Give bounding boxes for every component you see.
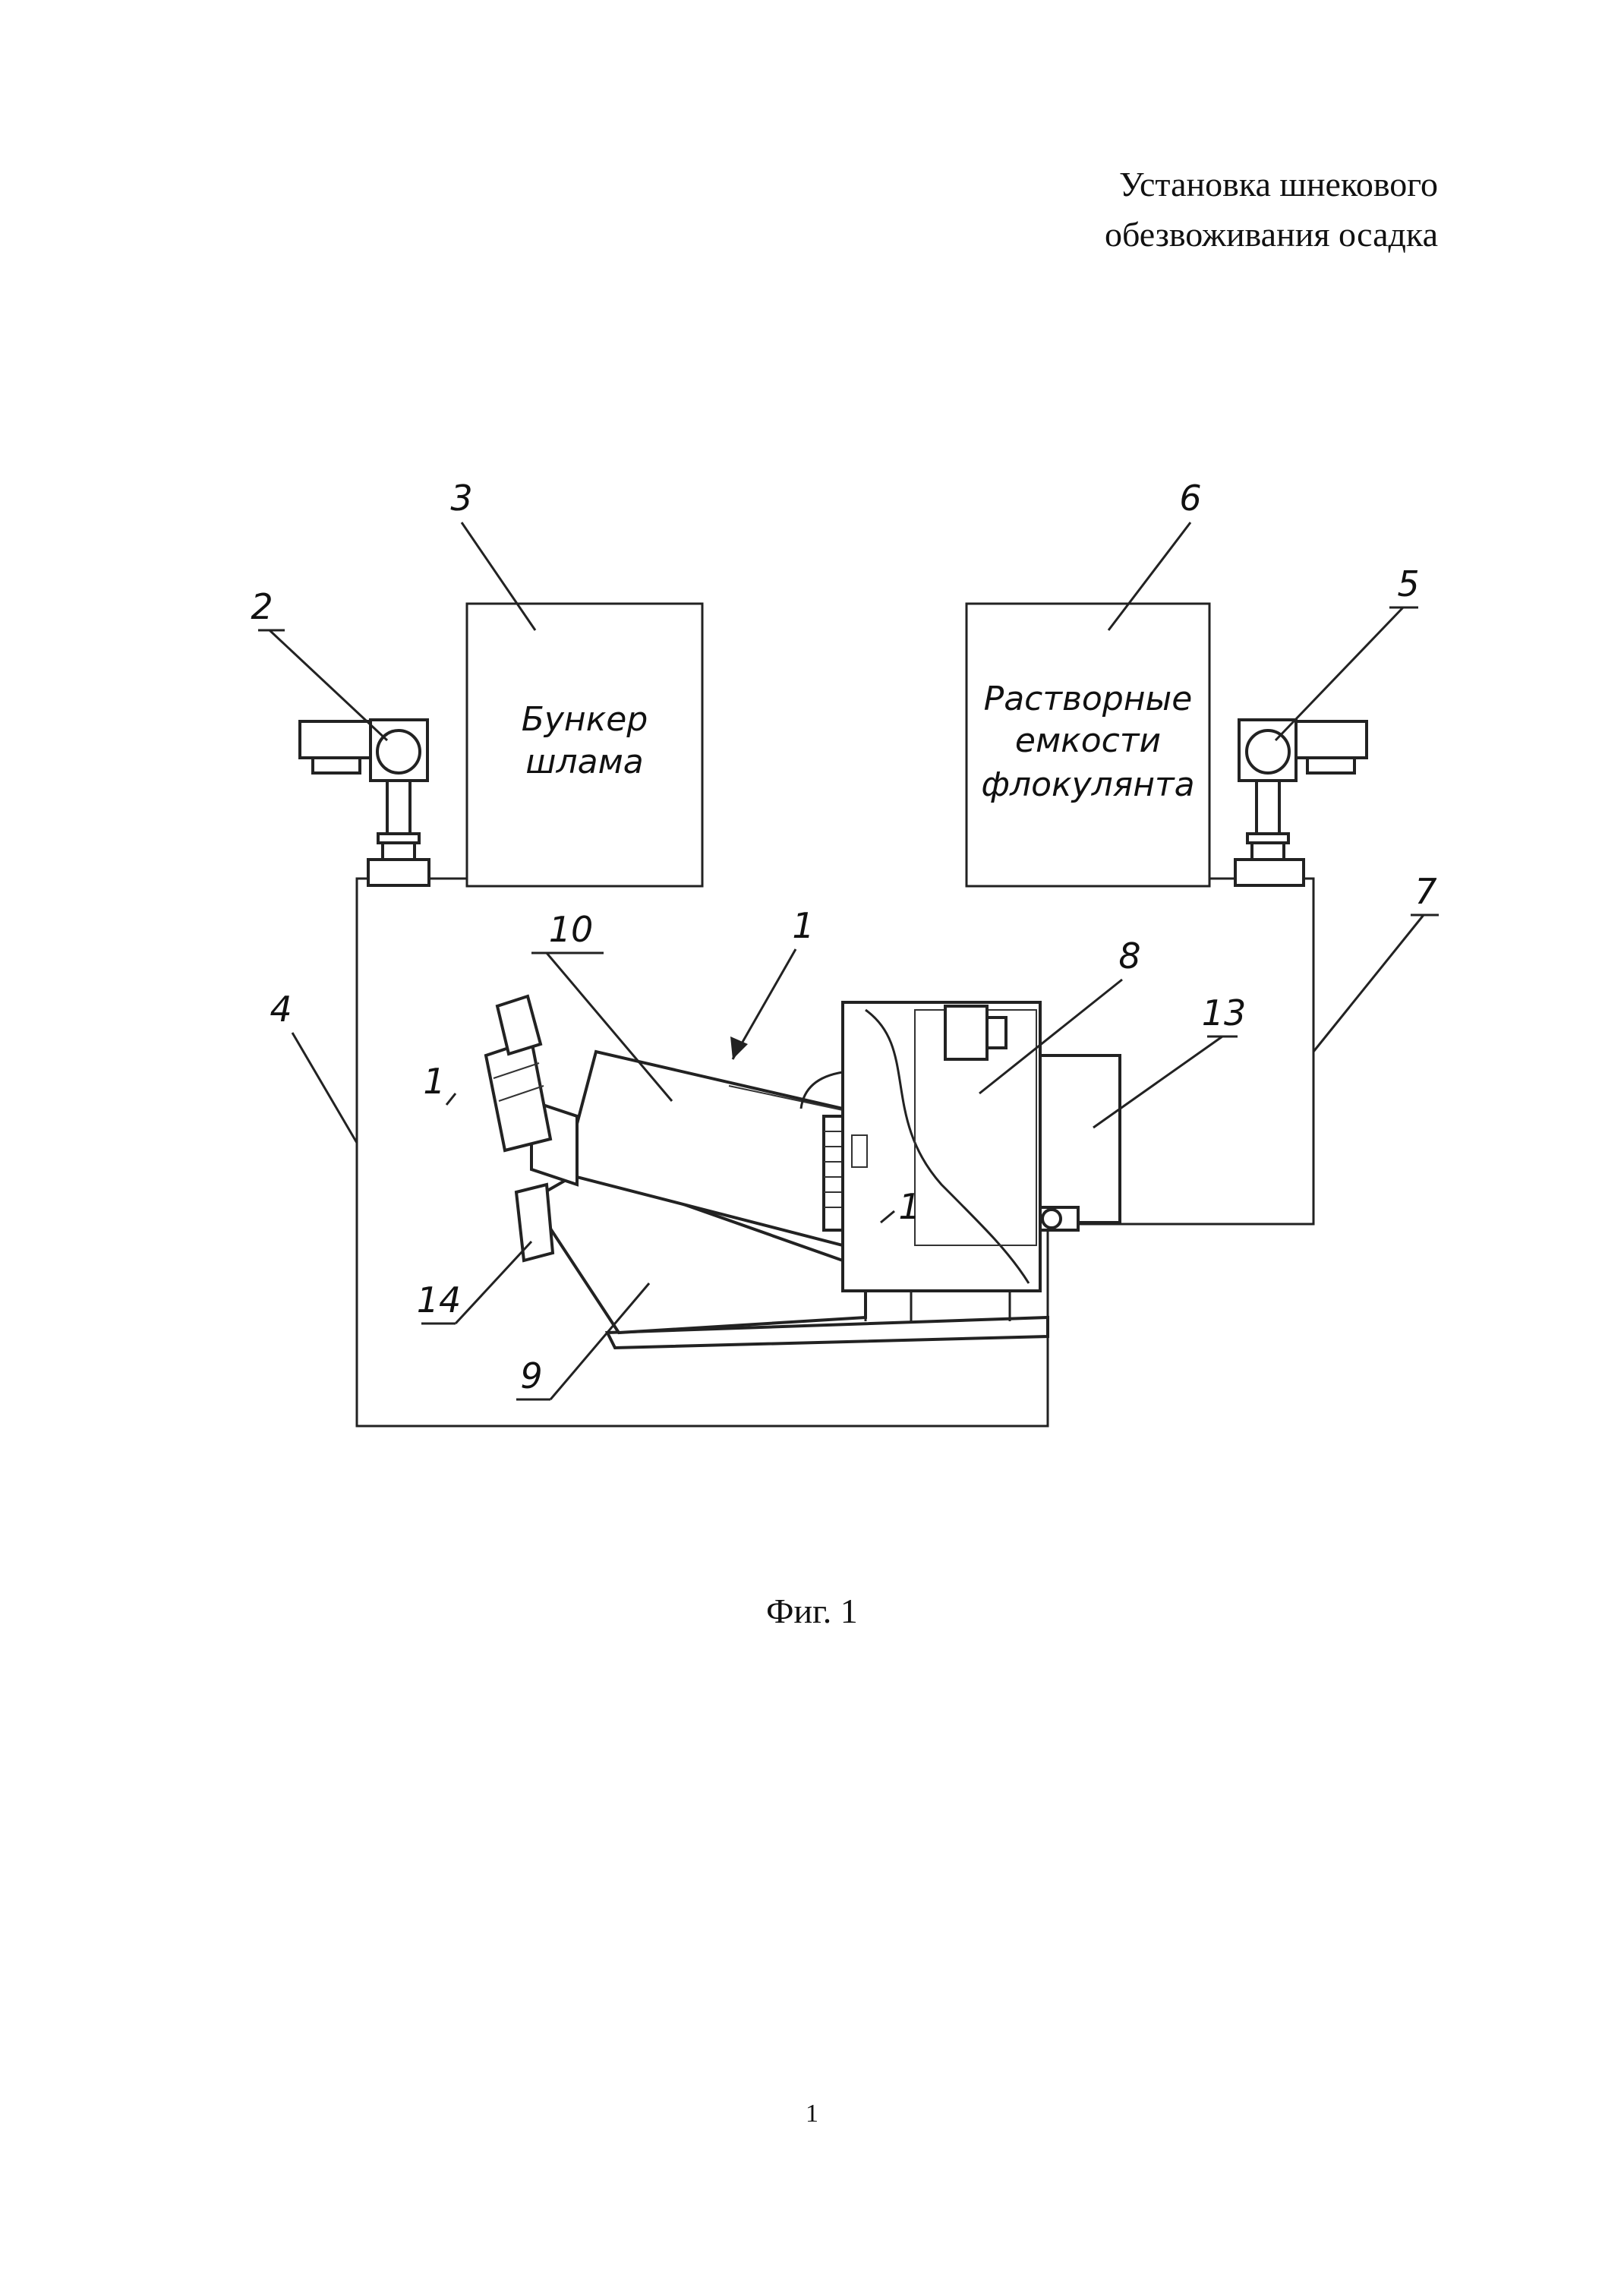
label-8: 8 <box>1118 935 1140 977</box>
leader-9 <box>549 1283 651 1400</box>
label-13: 13 <box>1202 992 1247 1033</box>
label-5: 5 <box>1397 563 1419 604</box>
hopper-text-line-1: Бункер <box>522 700 648 739</box>
label-6: 6 <box>1179 478 1201 519</box>
label-1-subscript-left: 1 <box>423 1061 445 1102</box>
sludge-pipeline <box>355 877 1049 1428</box>
label-9: 9 <box>520 1355 542 1396</box>
flocculant-text-line-3: флокулянта <box>981 765 1194 804</box>
label-1: 1 <box>792 905 814 946</box>
leader-2 <box>268 629 389 742</box>
leader-6 <box>1107 522 1192 631</box>
flocculant-pump <box>1234 718 1368 887</box>
sludge-pump <box>298 718 430 887</box>
page-number: 1 <box>806 2100 818 2128</box>
leader-7 <box>1312 914 1425 1052</box>
hopper-text-line-2: шлама <box>525 743 644 781</box>
leader-5 <box>1274 606 1405 742</box>
flocculant-text-line-1: Растворные <box>984 680 1193 718</box>
flocculant-tanks-box <box>965 602 1211 888</box>
label-10: 10 <box>549 909 594 950</box>
leader-8 <box>979 978 1123 1095</box>
label-14: 14 <box>417 1279 462 1320</box>
title-line-1: Установка шнекового <box>1118 165 1438 204</box>
label-1-subscript-right: 1 <box>898 1186 920 1227</box>
sludge-hopper-box <box>465 602 704 888</box>
label-3: 3 <box>450 478 472 519</box>
leader-14 <box>454 1240 533 1325</box>
label-7: 7 <box>1414 871 1436 912</box>
leader-13 <box>1093 1035 1223 1129</box>
leader-1 <box>731 948 797 1060</box>
document-title: Установка шнекового обезвоживания осадка <box>1105 159 1438 260</box>
flocculant-text-line-2: емкости <box>1015 721 1161 760</box>
label-4: 4 <box>270 989 292 1030</box>
label-2: 2 <box>251 586 273 627</box>
leader-3 <box>460 522 537 631</box>
title-line-2: обезвоживания осадка <box>1104 215 1438 254</box>
figure-caption: Фиг. 1 <box>766 1592 858 1630</box>
leader-10 <box>545 952 673 1102</box>
screw-dewatering-unit <box>484 994 1121 1350</box>
leader-4 <box>291 1032 358 1144</box>
